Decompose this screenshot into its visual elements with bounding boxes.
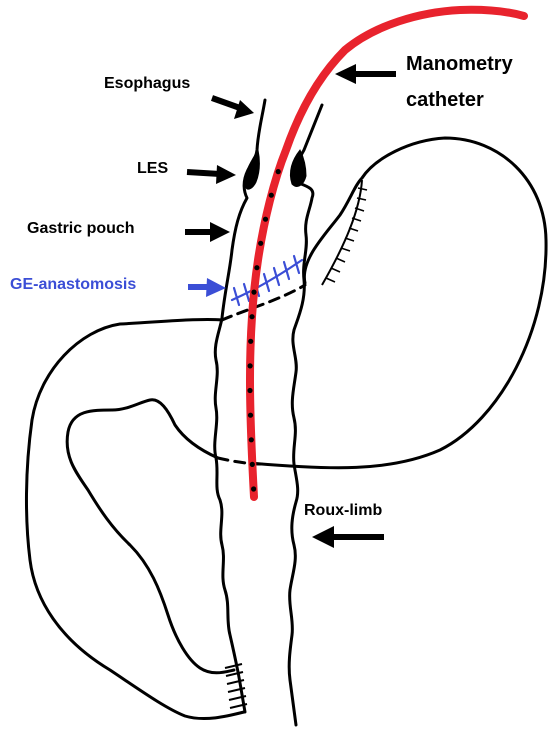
esophagus-arrow [212,98,254,119]
ge-anastomosis-arrow [188,278,226,297]
gastric-pouch-arrow [185,222,230,242]
manometry-catheter [250,10,524,497]
catheter-sensor-dot [248,413,253,418]
catheter-sensor-dot [258,241,263,246]
catheter-sensor-dot [263,217,268,222]
catheter-sensor-dot [276,169,281,174]
catheter-sensor-dot [248,339,253,344]
catheter-sensor-dot [251,290,256,295]
catheter-sensor-dot [247,388,252,393]
les-arrow [187,165,236,184]
catheter-sensor-dot [249,437,254,442]
catheter-sensor-dot [269,193,274,198]
limb-loop-inner [67,400,234,673]
label-roux-limb: Roux-limb [304,502,382,520]
esophagus-right-wall [289,105,322,725]
label-ge-anastomosis: GE-anastomosis [10,276,136,294]
label-esophagus: Esophagus [104,75,190,93]
limb-loop-outer [26,319,244,718]
les-left-thickening [244,150,259,189]
roux-limb-arrow [312,526,384,548]
ge-anastomosis-sutures [232,256,302,305]
label-gastric-pouch: Gastric pouch [27,220,135,238]
catheter-sensor-dot [254,265,259,270]
catheter-sensor-dot [249,314,254,319]
label-manometry: Manometry [406,53,513,76]
manometry-arrow [335,64,396,84]
catheter-sensor-dot [248,363,253,368]
catheter-sensor-dot [251,486,256,491]
label-les: LES [137,160,168,178]
label-catheter: catheter [406,89,484,112]
esophagus-left-wall [215,100,265,712]
catheter-sensor-dot [250,462,255,467]
les-right-thickening [290,150,306,186]
